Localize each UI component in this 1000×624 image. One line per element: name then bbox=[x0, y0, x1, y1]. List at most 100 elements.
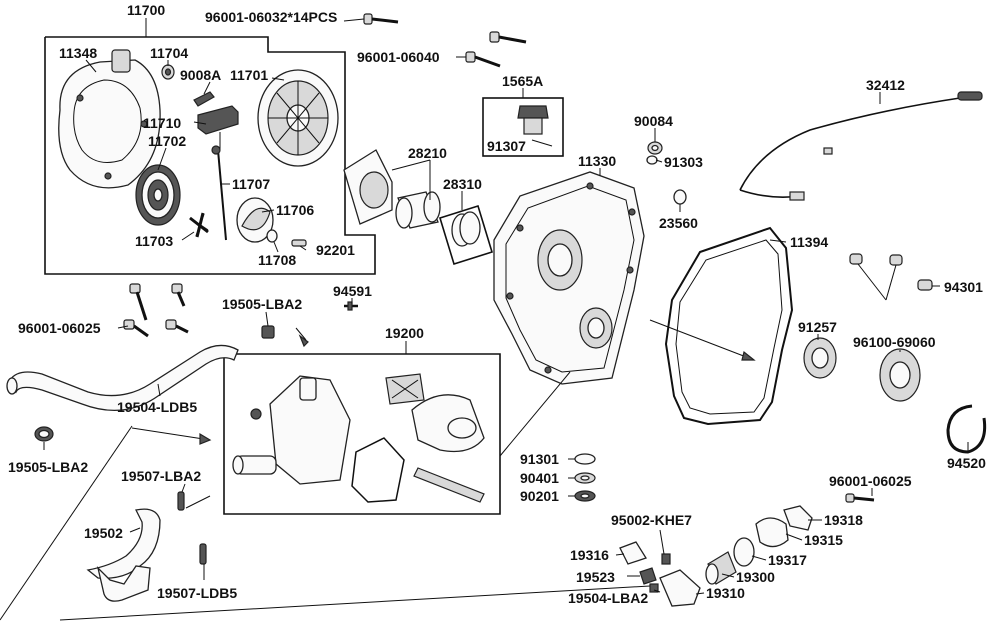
part-label: 19316 bbox=[570, 547, 609, 563]
part-label: 19200 bbox=[385, 325, 424, 341]
oil-filler-cap bbox=[517, 105, 553, 147]
clamp-19504-lba2 bbox=[649, 583, 659, 593]
bolt-96001-06032 bbox=[363, 13, 399, 25]
part-label: 11704 bbox=[150, 45, 188, 61]
bearing-91257 bbox=[803, 337, 837, 379]
part-label: 91303 bbox=[664, 154, 703, 170]
part-label: 19504-LDB5 bbox=[117, 399, 197, 415]
part-label: 11708 bbox=[258, 252, 296, 268]
part-label: 96001-06040 bbox=[357, 49, 440, 65]
part-labels: 11700 96001-06032*14PCS 11348 11704 9008… bbox=[8, 2, 986, 606]
water-hose-19502 bbox=[86, 508, 161, 602]
part-label: 11707 bbox=[232, 176, 270, 192]
thermostat-housing-19310 bbox=[659, 569, 701, 607]
part-label: 19502 bbox=[84, 525, 123, 541]
spring-cap bbox=[161, 64, 175, 80]
hose-clamp-19505-b bbox=[34, 426, 54, 442]
water-hose-19504-ldb5 bbox=[6, 344, 239, 412]
bolt-94591 bbox=[344, 301, 358, 311]
sleeve-28210 bbox=[395, 191, 441, 229]
cam-sprocket-28210 bbox=[343, 149, 393, 225]
thermostat-19300 bbox=[705, 551, 737, 585]
washer-11708 bbox=[266, 229, 278, 243]
water-pump-group-box bbox=[223, 353, 501, 515]
cover-gasket-11394 bbox=[664, 226, 794, 426]
oil-seal-90084 bbox=[647, 141, 663, 155]
clip-9008a bbox=[193, 91, 215, 107]
part-label: 11348 bbox=[59, 45, 97, 61]
hose-clamp-19505-a bbox=[261, 325, 275, 339]
piston-rings-28310 bbox=[451, 211, 481, 247]
crankcase-cover-11330 bbox=[493, 171, 645, 385]
bolts-96001-06040 bbox=[465, 31, 527, 68]
water-pump-cover bbox=[411, 394, 485, 453]
bolts-96001-06025 bbox=[123, 283, 189, 338]
part-label: 11700 bbox=[127, 2, 165, 18]
part-label: 19317 bbox=[768, 552, 807, 568]
part-label: 11701 bbox=[230, 67, 268, 83]
recoil-spring bbox=[135, 164, 181, 226]
part-label: 91301 bbox=[520, 451, 559, 467]
bolt-96001-06025-b bbox=[845, 493, 875, 503]
thermostat-cover-19315 bbox=[755, 517, 789, 548]
leader-lines bbox=[0, 18, 969, 621]
part-label: 94591 bbox=[333, 283, 372, 299]
part-label: 11330 bbox=[578, 153, 616, 169]
cable-32412 bbox=[739, 91, 983, 201]
part-label: 90401 bbox=[520, 470, 559, 486]
part-label: 11710 bbox=[143, 115, 181, 131]
part-label: 96001-06025 bbox=[829, 473, 912, 489]
part-label: 11394 bbox=[790, 234, 828, 250]
water-pump-impeller bbox=[385, 373, 425, 405]
part-label: 96001-06032*14PCS bbox=[205, 9, 337, 25]
bearing-96100-69060 bbox=[879, 348, 921, 402]
hose-clamp-19507-lba2 bbox=[177, 491, 185, 511]
part-label: 1565A bbox=[502, 73, 543, 89]
part-label: 19507-LBA2 bbox=[121, 468, 201, 484]
part-label: 94520 bbox=[947, 455, 986, 471]
part-label: 96100-69060 bbox=[853, 334, 936, 350]
part-label: 92201 bbox=[316, 242, 355, 258]
nut-90201 bbox=[574, 490, 596, 502]
clamp-95002-khe7 bbox=[661, 553, 671, 565]
friction-plate bbox=[236, 197, 274, 243]
clip-19523 bbox=[639, 567, 657, 585]
water-pump-gasket bbox=[351, 437, 405, 503]
ratchet-pawl bbox=[189, 212, 209, 238]
part-label: 94301 bbox=[944, 279, 983, 295]
part-label: 19505-LBA2 bbox=[222, 296, 302, 312]
part-label: 19504-LBA2 bbox=[568, 590, 648, 606]
part-label: 19507-LDB5 bbox=[157, 585, 237, 601]
part-label: 11706 bbox=[276, 202, 314, 218]
starter-handle bbox=[197, 105, 239, 150]
part-label: 19523 bbox=[576, 569, 615, 585]
part-label: 19300 bbox=[736, 569, 775, 585]
part-label: 19315 bbox=[804, 532, 843, 548]
part-label: 28210 bbox=[408, 145, 447, 161]
hose-clamp-19507-ldb5 bbox=[199, 543, 207, 565]
part-label: 32412 bbox=[866, 77, 905, 93]
part-label: 91257 bbox=[798, 319, 837, 335]
part-label: 19505-LBA2 bbox=[8, 459, 88, 475]
recoil-starter-group-box bbox=[44, 36, 376, 275]
part-label: 23560 bbox=[659, 215, 698, 231]
circlip-94520 bbox=[946, 404, 987, 454]
part-label: 11703 bbox=[135, 233, 173, 249]
part-label: 28310 bbox=[443, 176, 482, 192]
dowel-23560 bbox=[673, 189, 687, 205]
washer-90401 bbox=[574, 472, 596, 484]
oring-91301 bbox=[574, 453, 596, 465]
part-label: 90084 bbox=[634, 113, 673, 129]
washer-91303 bbox=[646, 155, 658, 165]
piston-ring-box bbox=[439, 204, 493, 266]
part-label: 95002-KHE7 bbox=[611, 512, 692, 528]
hose-19316 bbox=[619, 541, 647, 565]
water-pump-shaft bbox=[413, 467, 485, 503]
screw-92201 bbox=[291, 239, 307, 247]
dowel-pins-94301 bbox=[849, 253, 933, 301]
part-label: 90201 bbox=[520, 488, 559, 504]
starter-rope bbox=[211, 145, 227, 241]
water-pump-body bbox=[232, 375, 351, 485]
